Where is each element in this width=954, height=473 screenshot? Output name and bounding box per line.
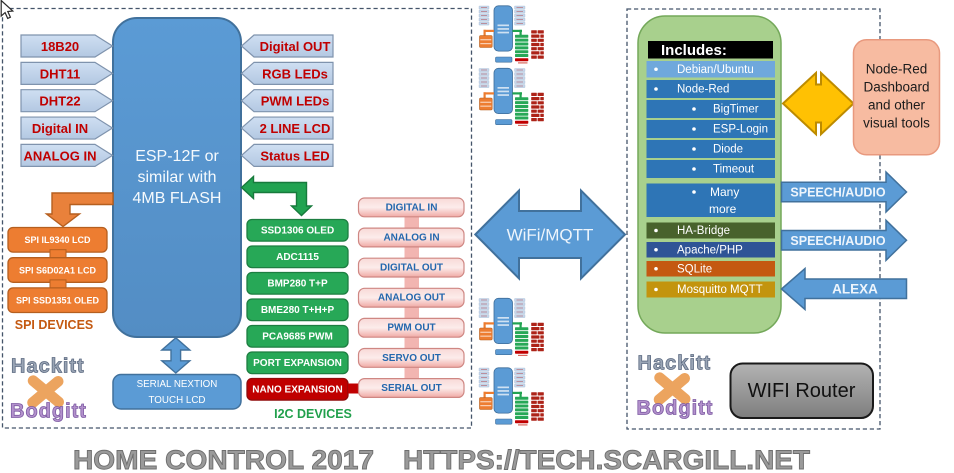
svg-text:Diode: Diode	[713, 144, 743, 156]
svg-text:ANALOG IN: ANALOG IN	[383, 232, 439, 243]
svg-text:Mosquitto MQTT: Mosquitto MQTT	[677, 284, 763, 296]
svg-text:Timeout: Timeout	[713, 164, 755, 176]
svg-text:ANALOG IN: ANALOG IN	[24, 148, 97, 163]
svg-text:SSD1306 OLED: SSD1306 OLED	[261, 225, 334, 236]
svg-text:DHT22: DHT22	[39, 94, 80, 109]
svg-text:Hackitt: Hackitt	[638, 353, 712, 375]
svg-text:SPEECH/AUDIO: SPEECH/AUDIO	[790, 234, 885, 248]
svg-text:and other: and other	[868, 98, 926, 113]
svg-text:Many: Many	[710, 185, 739, 199]
svg-text:18B20: 18B20	[41, 39, 79, 54]
svg-text:SERIAL NEXTION: SERIAL NEXTION	[137, 379, 218, 390]
svg-text:DIGITAL OUT: DIGITAL OUT	[380, 263, 443, 274]
svg-text:4MB FLASH: 4MB FLASH	[133, 190, 222, 207]
svg-text:Includes:: Includes:	[661, 42, 727, 59]
svg-text:HTTPS://TECH.SCARGILL.NET: HTTPS://TECH.SCARGILL.NET	[403, 445, 811, 473]
svg-text:Bodgitt: Bodgitt	[10, 401, 87, 423]
svg-text:BME280 T+H+P: BME280 T+H+P	[261, 305, 335, 316]
svg-text:PCA9685 PWM: PCA9685 PWM	[262, 331, 333, 342]
svg-text:Dashboard: Dashboard	[863, 80, 929, 95]
svg-text:Digital OUT: Digital OUT	[260, 39, 331, 54]
svg-text:SPI SSD1351 OLED: SPI SSD1351 OLED	[16, 296, 100, 306]
svg-text:TOUCH LCD: TOUCH LCD	[149, 395, 206, 406]
svg-text:NANO EXPANSION: NANO EXPANSION	[252, 384, 342, 395]
svg-text:Digital IN: Digital IN	[32, 121, 88, 136]
svg-text:Apache/PHP: Apache/PHP	[677, 244, 743, 256]
svg-text:Debian/Ubuntu: Debian/Ubuntu	[677, 64, 754, 76]
svg-text:visual tools: visual tools	[863, 115, 930, 130]
svg-text:RGB LEDs: RGB LEDs	[262, 66, 328, 81]
svg-text:WIFI Router: WIFI Router	[748, 380, 856, 402]
svg-text:Bodgitt: Bodgitt	[637, 398, 714, 420]
svg-text:WiFi/MQTT: WiFi/MQTT	[507, 226, 594, 245]
svg-text:SQLite: SQLite	[677, 263, 712, 275]
svg-text:2 LINE LCD: 2 LINE LCD	[260, 121, 331, 136]
svg-text:SPEECH/AUDIO: SPEECH/AUDIO	[790, 186, 885, 200]
svg-text:SPI DEVICES: SPI DEVICES	[15, 318, 94, 332]
svg-text:Status LED: Status LED	[260, 148, 329, 163]
svg-text:SERVO OUT: SERVO OUT	[382, 353, 441, 364]
svg-text:DHT11: DHT11	[40, 66, 80, 81]
svg-text:ANALOG OUT: ANALOG OUT	[378, 293, 445, 304]
svg-text:Hackitt: Hackitt	[11, 356, 85, 378]
svg-text:DIGITAL IN: DIGITAL IN	[386, 202, 438, 213]
svg-text:PWM OUT: PWM OUT	[387, 323, 435, 334]
svg-text:PWM LEDs: PWM LEDs	[261, 94, 330, 109]
svg-text:SERIAL OUT: SERIAL OUT	[381, 383, 441, 394]
svg-text:SPI S6D02A1 LCD: SPI S6D02A1 LCD	[19, 265, 97, 275]
svg-text:similar with: similar with	[137, 169, 216, 186]
svg-text:SPI IL9340 LCD: SPI IL9340 LCD	[24, 235, 91, 245]
svg-text:I2C DEVICES: I2C DEVICES	[274, 407, 352, 421]
svg-text:BMP280 T+P: BMP280 T+P	[267, 278, 328, 289]
svg-text:ESP-12F or: ESP-12F or	[135, 148, 219, 165]
svg-text:more: more	[709, 202, 737, 216]
svg-text:Node-Red: Node-Red	[677, 84, 729, 96]
svg-text:HA-Bridge: HA-Bridge	[677, 225, 730, 237]
svg-text:ADC1115: ADC1115	[276, 252, 319, 263]
svg-text:Node-Red: Node-Red	[866, 62, 928, 77]
svg-text:PORT EXPANSION: PORT EXPANSION	[253, 358, 342, 369]
svg-text:ALEXA: ALEXA	[832, 282, 878, 297]
svg-text:ESP-Login: ESP-Login	[713, 124, 768, 136]
svg-text:HOME CONTROL 2017: HOME CONTROL 2017	[73, 445, 374, 473]
svg-text:BigTimer: BigTimer	[713, 104, 759, 116]
